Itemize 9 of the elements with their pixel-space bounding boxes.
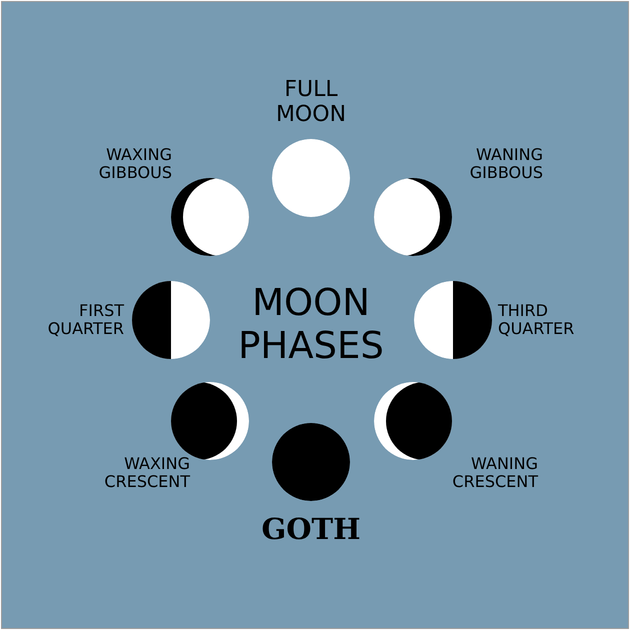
phase-label: WAXING GIBBOUS (98, 146, 172, 183)
phase-label: WANING GIBBOUS (468, 146, 543, 183)
diagram-title: MOON PHASES (237, 282, 385, 368)
phase-label: WAXING CRESCENT (103, 455, 190, 492)
phase-label: THIRD QUARTER (498, 302, 576, 339)
phase-label: FIRST QUARTER (46, 302, 124, 339)
phase-label: FULL MOON (274, 77, 348, 128)
caption-text: GOTH (260, 513, 362, 546)
phase-label: WANING CRESCENT (451, 455, 538, 492)
